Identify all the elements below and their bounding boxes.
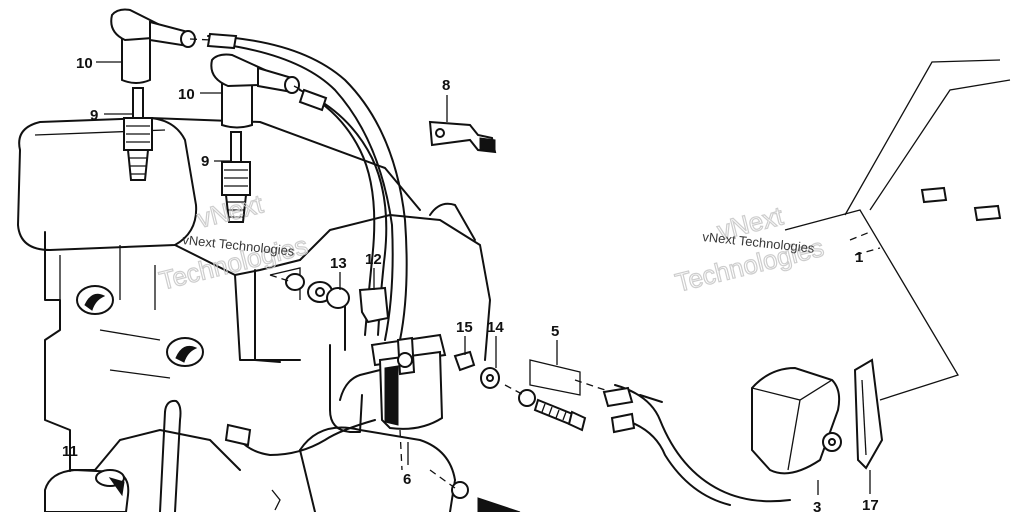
callout-14: 14 <box>487 319 504 336</box>
callout-1: 1 <box>855 249 863 266</box>
lower-fasteners <box>271 469 521 512</box>
watermark: vNext Technologies vNext Technologies vN… <box>156 188 828 299</box>
wiring-harness <box>574 379 791 506</box>
callout-9-right: 9 <box>201 153 209 170</box>
spark-plug-cap-left <box>110 8 196 84</box>
leader-lines <box>69 61 871 495</box>
callout-9-left: 9 <box>90 107 98 124</box>
callout-10-right: 10 <box>178 86 195 103</box>
ignition-coil <box>224 333 447 471</box>
callout-6: 6 <box>403 471 411 488</box>
control-unit <box>751 366 842 475</box>
spark-plug-cap-right <box>210 53 300 129</box>
cylinder-head-illustration <box>17 117 491 512</box>
spark-plug-left <box>123 87 153 181</box>
frame-bracket <box>784 59 1011 470</box>
callout-15: 15 <box>456 319 473 336</box>
callout-5: 5 <box>551 323 559 340</box>
callout-12: 12 <box>365 251 382 268</box>
callout-3: 3 <box>813 499 821 512</box>
coil-mount-hardware <box>453 350 587 432</box>
callout-11: 11 <box>62 443 78 460</box>
callout-10-left: 10 <box>76 55 93 72</box>
rubber-cap-part <box>44 468 130 512</box>
bracket-hardware <box>269 273 390 324</box>
callout-8: 8 <box>442 77 450 94</box>
watermark-big-a-1: vNext <box>194 188 266 233</box>
callout-13: 13 <box>330 255 347 272</box>
spark-plug-right <box>221 131 251 223</box>
callout-17: 17 <box>862 497 879 512</box>
clamp <box>428 120 497 154</box>
callout-labels: 10 10 9 9 8 13 12 15 14 5 6 11 3 17 1 <box>62 55 879 512</box>
